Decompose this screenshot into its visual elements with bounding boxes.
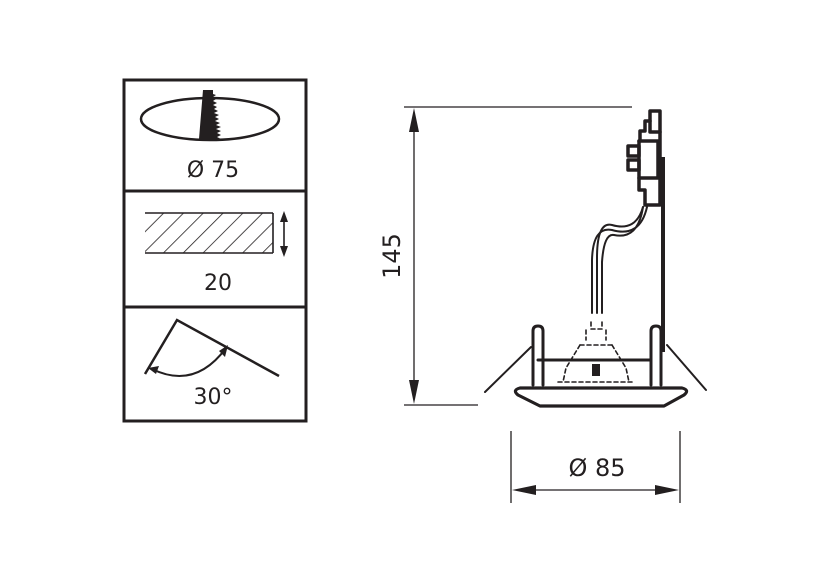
hatched-ceiling-thickness-icon: [145, 212, 274, 254]
luminaire-drawing: [484, 109, 707, 408]
arrow-up-icon: [409, 108, 419, 132]
cutout-label: Ø 75: [187, 158, 239, 183]
height-dimension: 145: [378, 106, 632, 406]
connector-block: [626, 109, 662, 207]
lamp-socket: [592, 364, 600, 376]
ceiling-thickness-cell: 20: [145, 211, 288, 296]
saw-cutout-icon: [139, 90, 281, 142]
spring-clip-left: [484, 346, 532, 393]
double-arrow-icon: [280, 211, 288, 257]
height-value: 145: [378, 233, 406, 279]
arrow-right-icon: [655, 485, 679, 495]
power-cable: [591, 206, 648, 314]
arrow-down-icon: [409, 380, 419, 404]
tilt-angle-icon: [143, 318, 280, 378]
diameter-value: Ø 85: [568, 454, 625, 482]
lamp-outline: [557, 321, 635, 383]
trim-ring: [513, 386, 689, 408]
spring-clip-right: [666, 344, 707, 391]
ceiling-thickness-label: 20: [204, 271, 232, 296]
tilt-label: 30°: [194, 385, 233, 410]
tilt-cell: 30°: [143, 318, 280, 410]
arrow-left-icon: [512, 485, 536, 495]
cutout-cell: Ø 75: [139, 90, 281, 183]
diameter-dimension: Ø 85: [510, 431, 681, 503]
mounting-bracket: [661, 157, 665, 352]
housing: [531, 324, 663, 387]
spec-panel: Ø 75 20 30°: [122, 78, 308, 423]
